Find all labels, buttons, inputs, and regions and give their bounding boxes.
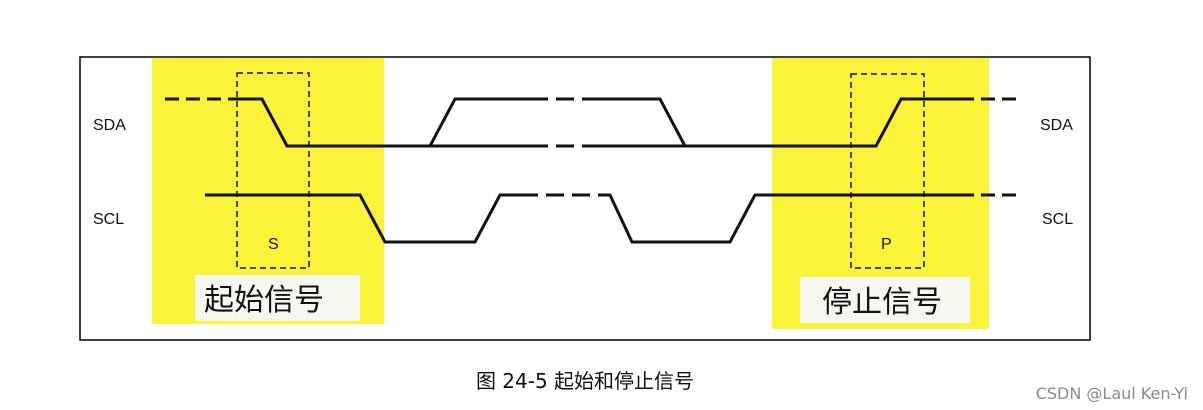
stop-label-background [800, 277, 970, 323]
scl-pulse-rise [600, 193, 960, 244]
stop-marker-letter: P [881, 236, 892, 253]
start-region-label: 起始信号 [204, 283, 324, 318]
sda-data-fall [598, 97, 687, 147]
sda-label-left: SDA [93, 117, 126, 134]
scl-high-fall [205, 193, 520, 244]
sda-stop-edge [598, 97, 960, 148]
sda-waveform [165, 97, 1020, 148]
figure-caption: 图 24-5 起始和停止信号 [476, 369, 694, 393]
scl-label-left: SCL [93, 211, 124, 228]
scl-waveform [205, 193, 1020, 244]
sda-start-edge [237, 97, 430, 148]
watermark: CSDN @Laul Ken-Yi [1036, 384, 1188, 403]
start-marker-box [236, 72, 310, 269]
stop-region-label: 停止信号 [822, 285, 942, 320]
start-label-background [195, 275, 360, 321]
start-marker-letter: S [268, 236, 279, 253]
sda-label-right: SDA [1040, 117, 1073, 134]
stop-marker-box [850, 73, 925, 269]
scl-label-right: SCL [1042, 211, 1073, 228]
sda-data-rise [428, 97, 530, 147]
